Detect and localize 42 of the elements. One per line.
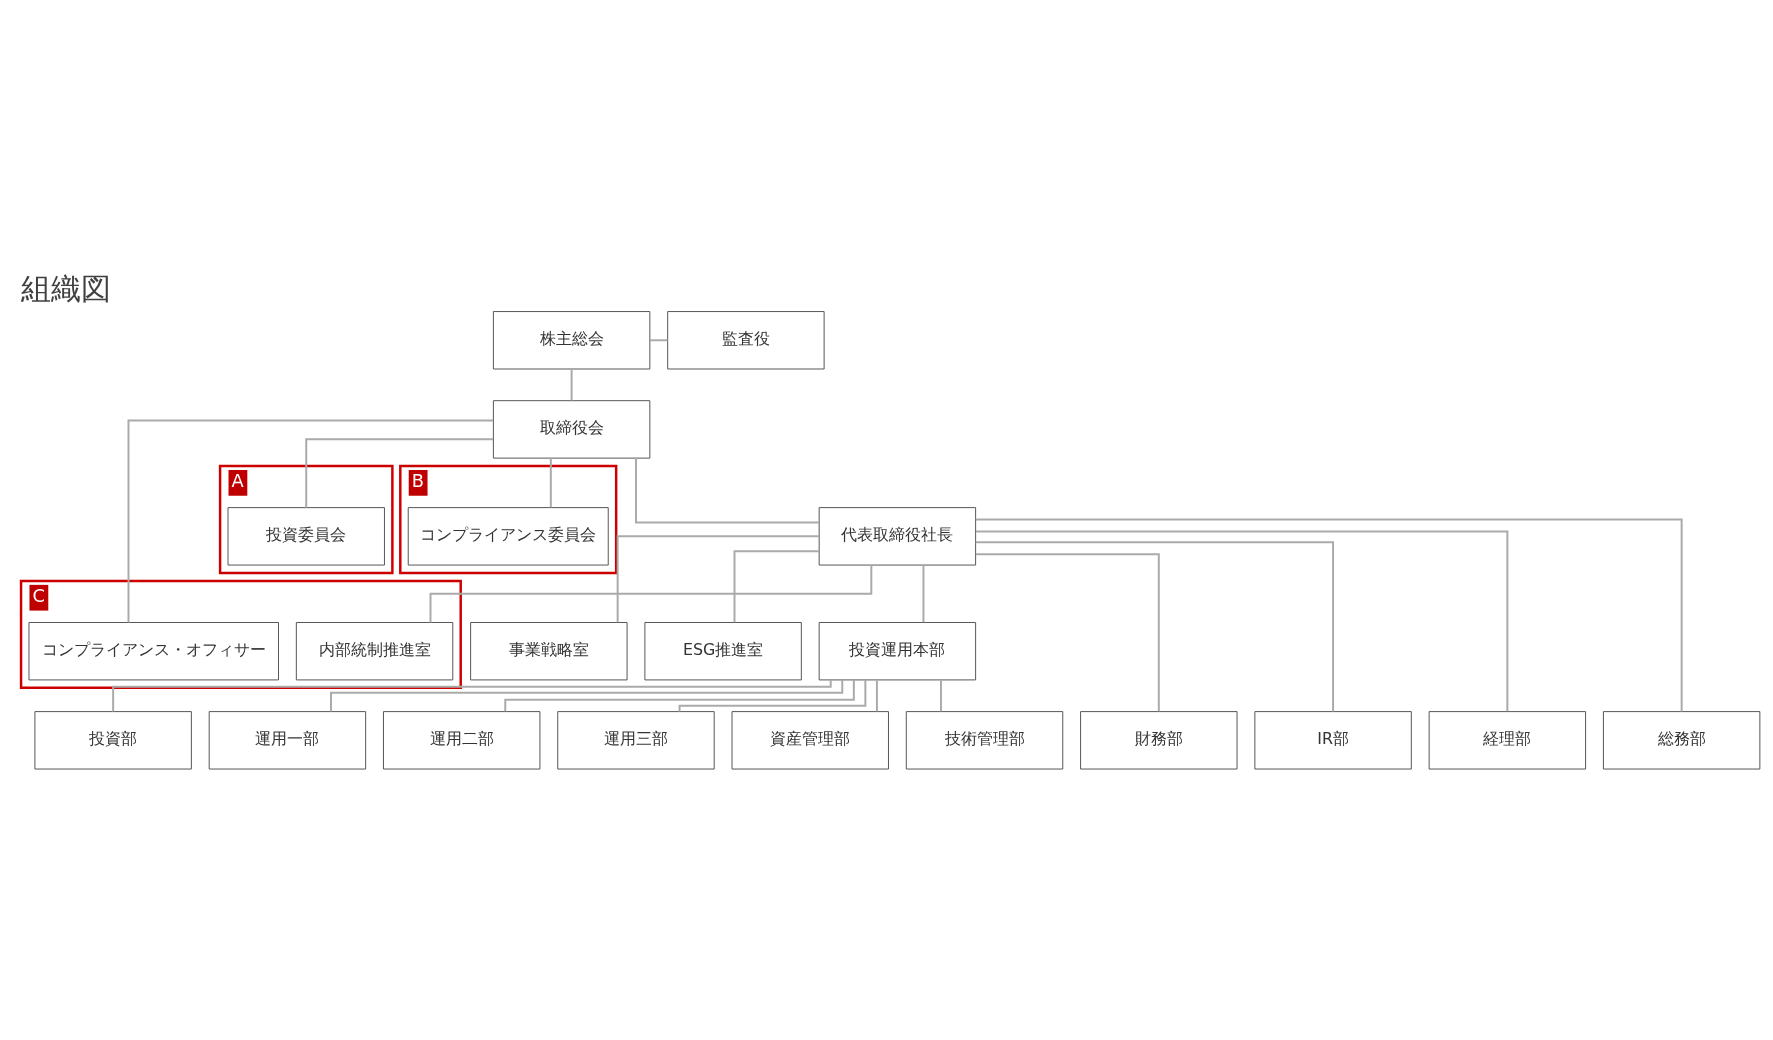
connector bbox=[974, 518, 1683, 713]
node-box: IR部 bbox=[1254, 711, 1412, 770]
connector bbox=[570, 368, 573, 402]
node-box: 投資運用本部 bbox=[818, 622, 977, 681]
node-box: ESG推進室 bbox=[644, 622, 802, 681]
connector bbox=[330, 679, 844, 713]
node-box: コンプライアンス・オフィサー bbox=[28, 622, 279, 681]
connector bbox=[649, 339, 669, 342]
node-box: 財務部 bbox=[1080, 711, 1238, 770]
connector bbox=[922, 564, 925, 624]
node-box: 経理部 bbox=[1428, 711, 1587, 770]
node-box: 運用三部 bbox=[557, 711, 715, 770]
connector bbox=[429, 564, 873, 624]
connector bbox=[974, 541, 1335, 713]
connector bbox=[875, 679, 878, 713]
node-box: 投資部 bbox=[34, 711, 192, 770]
node-box: 代表取締役社長 bbox=[818, 507, 977, 566]
node-box: 技術管理部 bbox=[905, 711, 1064, 770]
node-box: コンプライアンス委員会 bbox=[407, 507, 609, 566]
node-box: 事業戦略室 bbox=[470, 622, 628, 681]
connector bbox=[127, 419, 495, 624]
connector bbox=[939, 679, 942, 713]
connector bbox=[112, 679, 832, 713]
connector bbox=[616, 535, 821, 624]
connector bbox=[305, 438, 495, 509]
node-box: 株主総会 bbox=[492, 311, 651, 370]
connector bbox=[733, 550, 820, 624]
connector bbox=[504, 679, 855, 713]
diagram-title: 組織図 bbox=[21, 270, 112, 306]
node-box: 監査役 bbox=[667, 311, 825, 370]
node-box: 運用二部 bbox=[382, 711, 541, 770]
node-box: 取締役会 bbox=[492, 400, 651, 459]
node-box: 総務部 bbox=[1602, 711, 1761, 770]
connector bbox=[974, 530, 1509, 713]
connector bbox=[549, 457, 552, 509]
connector bbox=[678, 679, 867, 713]
node-box: 内部統制推進室 bbox=[295, 622, 454, 681]
node-box: 資産管理部 bbox=[731, 711, 889, 770]
connector bbox=[635, 457, 820, 524]
node-box: 運用一部 bbox=[208, 711, 367, 770]
node-box: 投資委員会 bbox=[227, 507, 385, 566]
connector bbox=[974, 553, 1160, 713]
